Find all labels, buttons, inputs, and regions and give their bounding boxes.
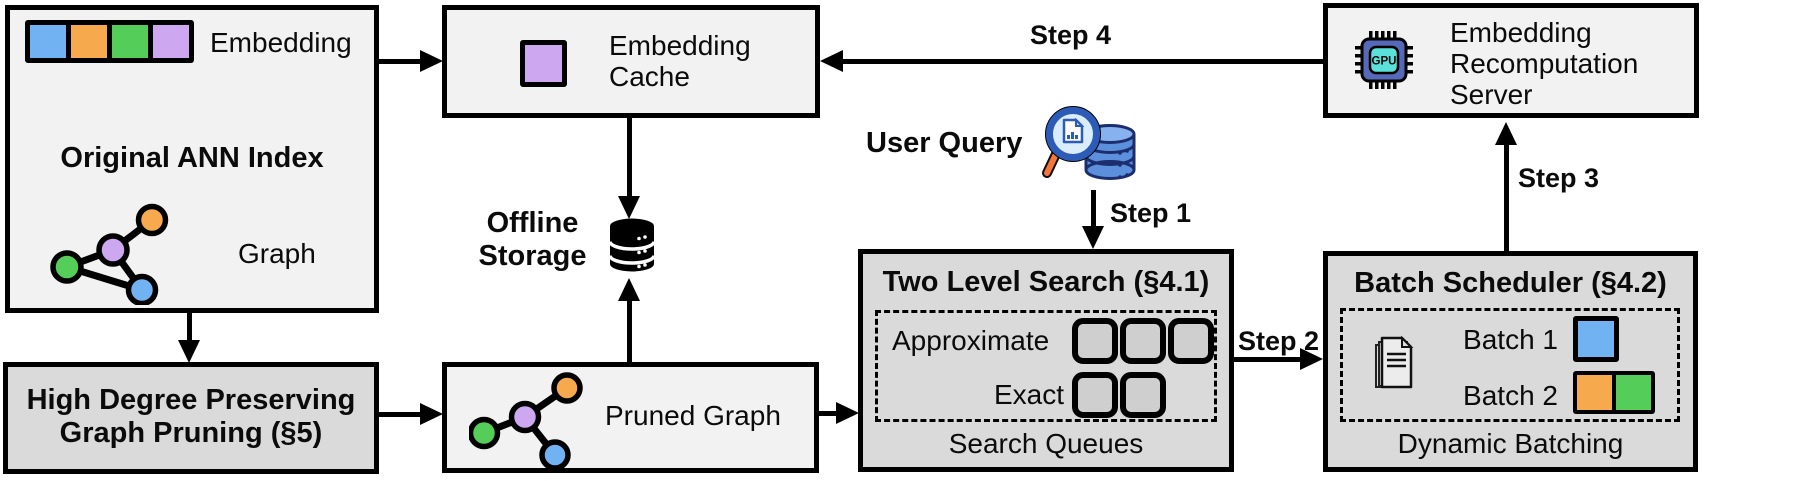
ann-index-title: Original ANN Index	[60, 142, 324, 174]
pruned-graph-label: Pruned Graph	[605, 400, 781, 431]
offline-storage-label: Offline Storage	[478, 207, 587, 272]
pruned-graph-icon	[469, 372, 583, 471]
ann-graph-icon	[50, 203, 169, 305]
high-degree-pruning-label: High Degree Preserving Graph Pruning (§5…	[26, 384, 356, 449]
batch2-cell-orange	[1577, 375, 1612, 410]
embedding-cell-orange	[71, 25, 107, 58]
embedding-vector	[25, 20, 194, 63]
box-two-level-search: Two Level Search (§4.1) Approximate Exac…	[858, 249, 1234, 472]
step2-label: Step 2	[1238, 326, 1320, 356]
step1-label: Step 1	[1110, 198, 1192, 228]
embedding-cell-purple	[153, 25, 189, 58]
two-level-search-title: Two Level Search (§4.1)	[882, 266, 1210, 298]
recomputation-server-label: Embedding Recomputation Server	[1450, 17, 1639, 110]
approximate-queue-squares	[1072, 318, 1214, 364]
dynamic-batching-panel: Batch 1 Batch 2	[1340, 308, 1680, 422]
documents-icon	[1375, 335, 1414, 389]
queue-slot	[1120, 372, 1166, 418]
queue-slot	[1072, 318, 1118, 364]
dynamic-batching-footer: Dynamic Batching	[1397, 428, 1624, 459]
approximate-label: Approximate	[892, 325, 1050, 356]
user-query-magnifier-database-icon	[1042, 106, 1136, 180]
box-original-ann-index: Embedding Original ANN Index Graph	[5, 5, 379, 313]
box-pruned-graph: Pruned Graph	[442, 362, 819, 473]
embedding-cache-label: Embedding Cache	[609, 30, 751, 92]
embedding-cell-blue	[30, 25, 66, 58]
cached-embedding-square	[520, 40, 567, 87]
gpu-chip-text: GPU	[1372, 56, 1397, 68]
queue-slot	[1120, 318, 1166, 364]
search-queues-footer: Search Queues	[948, 428, 1144, 459]
embedding-cell-green	[112, 25, 148, 58]
box-batch-scheduler: Batch Scheduler (§4.2) Batch 1 Batch 2 D…	[1323, 251, 1698, 472]
exact-label: Exact	[993, 379, 1064, 410]
batch1-square	[1573, 316, 1619, 362]
box-recomputation-server: GPU Embedding Recomputation Server	[1323, 3, 1699, 118]
offline-storage-database-icon	[608, 218, 656, 272]
user-query-label: User Query	[866, 127, 1023, 159]
search-queues-panel: Approximate Exact	[875, 310, 1217, 422]
step3-label: Step 3	[1518, 163, 1600, 193]
graph-label: Graph	[238, 238, 316, 269]
batch2-cell-green	[1616, 375, 1651, 410]
batch2-label: Batch 2	[1463, 380, 1558, 411]
step4-label: Step 4	[1030, 20, 1112, 50]
batch2-squares	[1573, 371, 1655, 414]
queue-slot	[1072, 372, 1118, 418]
batch-scheduler-title: Batch Scheduler (§4.2)	[1354, 267, 1667, 299]
gpu-icon: GPU	[1355, 31, 1413, 89]
queue-slot	[1168, 318, 1214, 364]
exact-queue-squares	[1072, 372, 1166, 418]
embedding-label: Embedding	[210, 27, 352, 58]
batch1-label: Batch 1	[1463, 324, 1558, 355]
box-high-degree-pruning: High Degree Preserving Graph Pruning (§5…	[3, 362, 379, 474]
box-embedding-cache: Embedding Cache	[442, 5, 820, 118]
